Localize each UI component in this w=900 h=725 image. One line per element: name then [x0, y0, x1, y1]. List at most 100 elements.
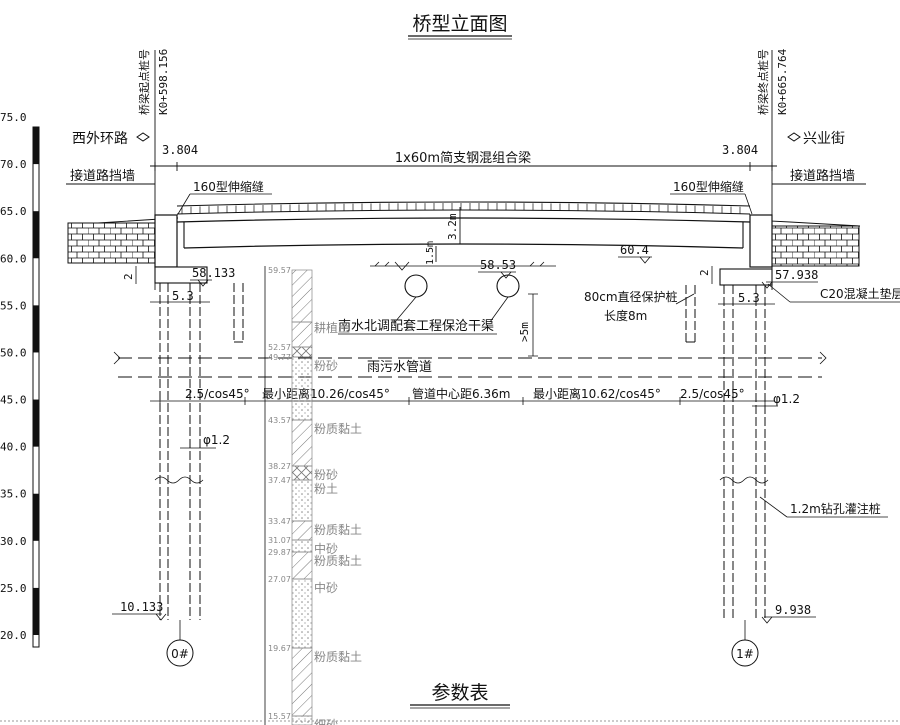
end-station-caption: 桥梁终点桩号 [756, 49, 770, 115]
scale-label: 40.0 [0, 441, 27, 454]
right-pile-diameter: φ1.2 [773, 392, 800, 406]
right-road-arrow-icon [787, 132, 801, 142]
right-offset-dimension: 3.804 [722, 143, 758, 157]
drawing-title: 桥型立面图 [412, 13, 507, 35]
soil-layer-elevation: 59.57 [268, 266, 291, 275]
right-tip-marker-icon [761, 616, 773, 624]
left-pile-group [154, 283, 244, 620]
pier-right-label: 1# [736, 647, 754, 661]
soil-layer-elevation: 31.07 [268, 536, 291, 545]
soil-layer-name: 细砂 [314, 718, 338, 725]
soil-layer-block [291, 346, 313, 358]
soil-layer-elevation: 49.77 [268, 353, 291, 362]
left-offset-dimension: 3.804 [162, 143, 198, 157]
right-cap-height-group: 2 [698, 269, 711, 276]
left-bored-piles [159, 283, 201, 620]
scale-segment [33, 399, 39, 447]
canal-elevation: 58.53 [480, 258, 516, 272]
borehole-log: 59.57耕植土52.5749.77粉砂43.57粉质黏土38.27粉砂37.4… [264, 266, 362, 725]
start-station-caption: 桥梁起点桩号 [137, 49, 151, 115]
soil-layer-block [291, 647, 313, 717]
left-cap-elev-marker-icon [197, 279, 209, 287]
scale-segment [33, 587, 39, 635]
scale-bar-segments [33, 127, 39, 635]
canal-elev-marker-icon [500, 271, 512, 279]
left-wall-label: 接道路挡墙 [70, 168, 135, 184]
water-level-marker-icon [639, 256, 651, 264]
bored-pile-label: 1.2m钻孔灌注桩 [790, 501, 881, 516]
girder-depth-label: 3.2m [446, 213, 459, 240]
soil-layer-name: 粉土 [314, 482, 338, 496]
pipe-label: 雨污水管道 [367, 360, 432, 375]
clearance-label: 1.5m [425, 241, 436, 265]
pier-right-marker [731, 639, 759, 667]
left-pile-spacing: 5.3 [172, 289, 194, 303]
left-approach-wall [67, 222, 157, 264]
right-road-name: 兴业街 [803, 131, 845, 147]
cushion-leader [767, 283, 791, 303]
right-joint-leader-2 [744, 193, 753, 215]
scale-label: 60.0 [0, 252, 27, 265]
pier-left-label: 0# [171, 647, 189, 661]
dim-right-min: 最小距离10.62/cos45° [533, 386, 661, 401]
left-tip-marker-icon [155, 613, 167, 621]
left-pile-cap [154, 266, 208, 284]
scale-label: 65.0 [0, 205, 27, 218]
ground-marker-icon [394, 261, 410, 271]
end-station-value: K0+665.764 [776, 48, 789, 115]
soil-layer-block [291, 269, 313, 323]
soil-layer-elevation: 43.57 [268, 416, 291, 425]
girder-top-flange [176, 217, 751, 223]
end-station-label: 桥梁终点桩号 [756, 49, 770, 115]
soil-layer-elevation: 37.47 [268, 476, 291, 485]
clearance-group: 1.5m [425, 241, 436, 265]
soil-layer-name: 粉质黏土 [314, 650, 362, 664]
canal-depth-label: >5m [518, 322, 531, 342]
soil-layer-name: 粉质黏土 [314, 554, 362, 568]
right-pile-break [719, 476, 769, 484]
soil-layer-elevation: 27.07 [268, 575, 291, 584]
scale-label: 70.0 [0, 158, 27, 171]
canal-depth-group: >5m [518, 322, 531, 342]
right-bored-piles [723, 285, 766, 620]
deck-slab-bottom [176, 209, 751, 215]
elevation-scale: 75.070.065.060.055.050.045.040.035.030.0… [0, 111, 40, 648]
protect-pile-leader [675, 293, 695, 305]
right-joint-label: 160型伸缩缝 [673, 179, 744, 194]
scale-label: 55.0 [0, 299, 27, 312]
pipe-break-marks [113, 351, 827, 365]
soil-layer-name: 中砂 [314, 541, 338, 556]
scale-segment [33, 305, 39, 353]
protect-pile-length: 长度8m [604, 308, 647, 323]
soil-layer-block [291, 479, 313, 522]
ground-hatch [374, 261, 545, 267]
left-road-name: 西外环路 [72, 131, 128, 147]
start-station-label: 桥梁起点桩号 [137, 49, 151, 115]
left-abutment [154, 214, 178, 268]
soil-layer-texts: 59.57耕植土52.5749.77粉砂43.57粉质黏土38.27粉砂37.4… [268, 266, 362, 725]
dim-right-cos: 2.5/cos45° [680, 387, 745, 401]
right-abutment [749, 214, 773, 268]
soil-layer-block [291, 539, 313, 553]
right-pile-group [685, 285, 769, 620]
scale-segment [33, 211, 39, 259]
soil-layer-name: 粉砂 [314, 468, 338, 482]
right-protect-pile [685, 285, 696, 343]
soil-layer-name: 粉砂 [314, 359, 338, 373]
scale-label: 75.0 [0, 111, 27, 124]
canal-pipe-left [404, 274, 428, 298]
scale-segment [33, 493, 39, 541]
canal-pipe-right [496, 274, 520, 298]
scale-label: 25.0 [0, 582, 27, 595]
soil-layer-block [291, 321, 313, 348]
left-pile-break [154, 476, 204, 484]
footer-title: 参数表 [431, 682, 488, 704]
start-station-value: K0+598.156 [157, 49, 170, 115]
soil-layer-block [291, 419, 313, 467]
right-pile-tip-elevation: 9.938 [775, 603, 811, 617]
soil-layer-elevation: 33.47 [268, 517, 291, 526]
scale-bar-frame [32, 126, 40, 648]
soil-layer-name: 粉质黏土 [314, 422, 362, 436]
span-label: 1x60m简支钢混组合梁 [395, 150, 531, 166]
